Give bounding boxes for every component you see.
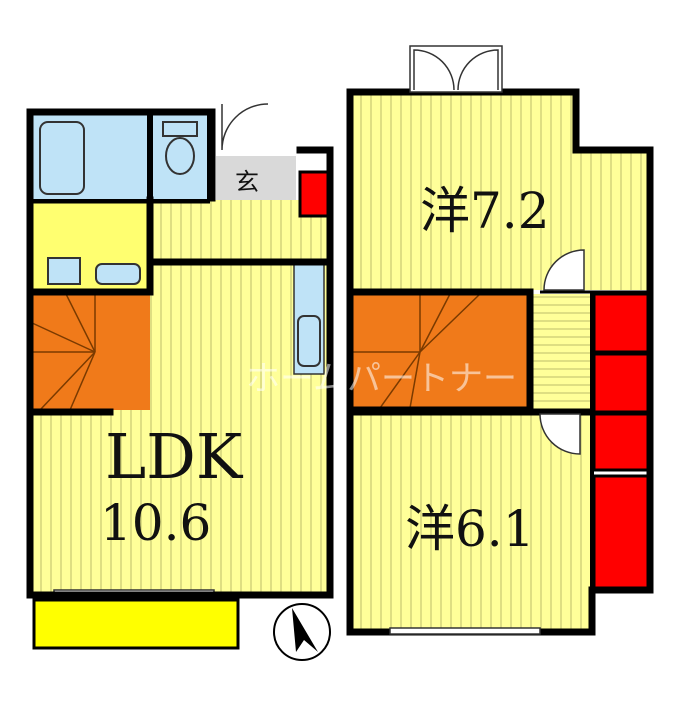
entrance-door-swing xyxy=(221,103,269,151)
balcony-door-swing-right xyxy=(457,49,499,91)
closet-2 xyxy=(592,352,650,414)
north-arrow-icon xyxy=(273,603,331,661)
lower-room-window xyxy=(389,627,541,635)
sink-icon xyxy=(95,263,141,285)
western-room-lower-label: 洋6.1 xyxy=(405,500,535,558)
upper-hall xyxy=(530,294,590,410)
toilet-bowl xyxy=(165,137,195,175)
closet-3 xyxy=(592,412,650,472)
toilet-tank xyxy=(162,121,198,137)
balcony xyxy=(32,598,240,650)
kitchen-sink-icon xyxy=(297,315,321,367)
western-room-lower-floor xyxy=(352,414,592,630)
lower-room-door-swing xyxy=(539,413,581,455)
balcony-door-swing-left xyxy=(413,49,455,91)
first-floor: 玄 xyxy=(26,103,334,650)
ldk-name-label: LDK xyxy=(105,420,244,493)
bathtub xyxy=(39,121,85,195)
entrance-label: 玄 xyxy=(235,168,259,196)
second-floor: 洋7.2 洋6.1 xyxy=(346,45,656,636)
western-room-upper-label: 洋7.2 xyxy=(420,182,550,240)
upper-notch xyxy=(576,92,656,150)
closet-4 xyxy=(592,474,650,590)
stairs-1f xyxy=(30,292,150,410)
washer-icon xyxy=(47,257,81,285)
entrance-floor xyxy=(216,156,296,200)
balcony-door-frame xyxy=(409,45,503,93)
shoe-closet xyxy=(298,170,332,218)
watermark: ホームパートナー xyxy=(246,359,517,399)
closet-1 xyxy=(592,292,650,354)
upper-room-door-swing xyxy=(543,249,585,291)
ldk-size-label: 10.6 xyxy=(100,494,211,552)
